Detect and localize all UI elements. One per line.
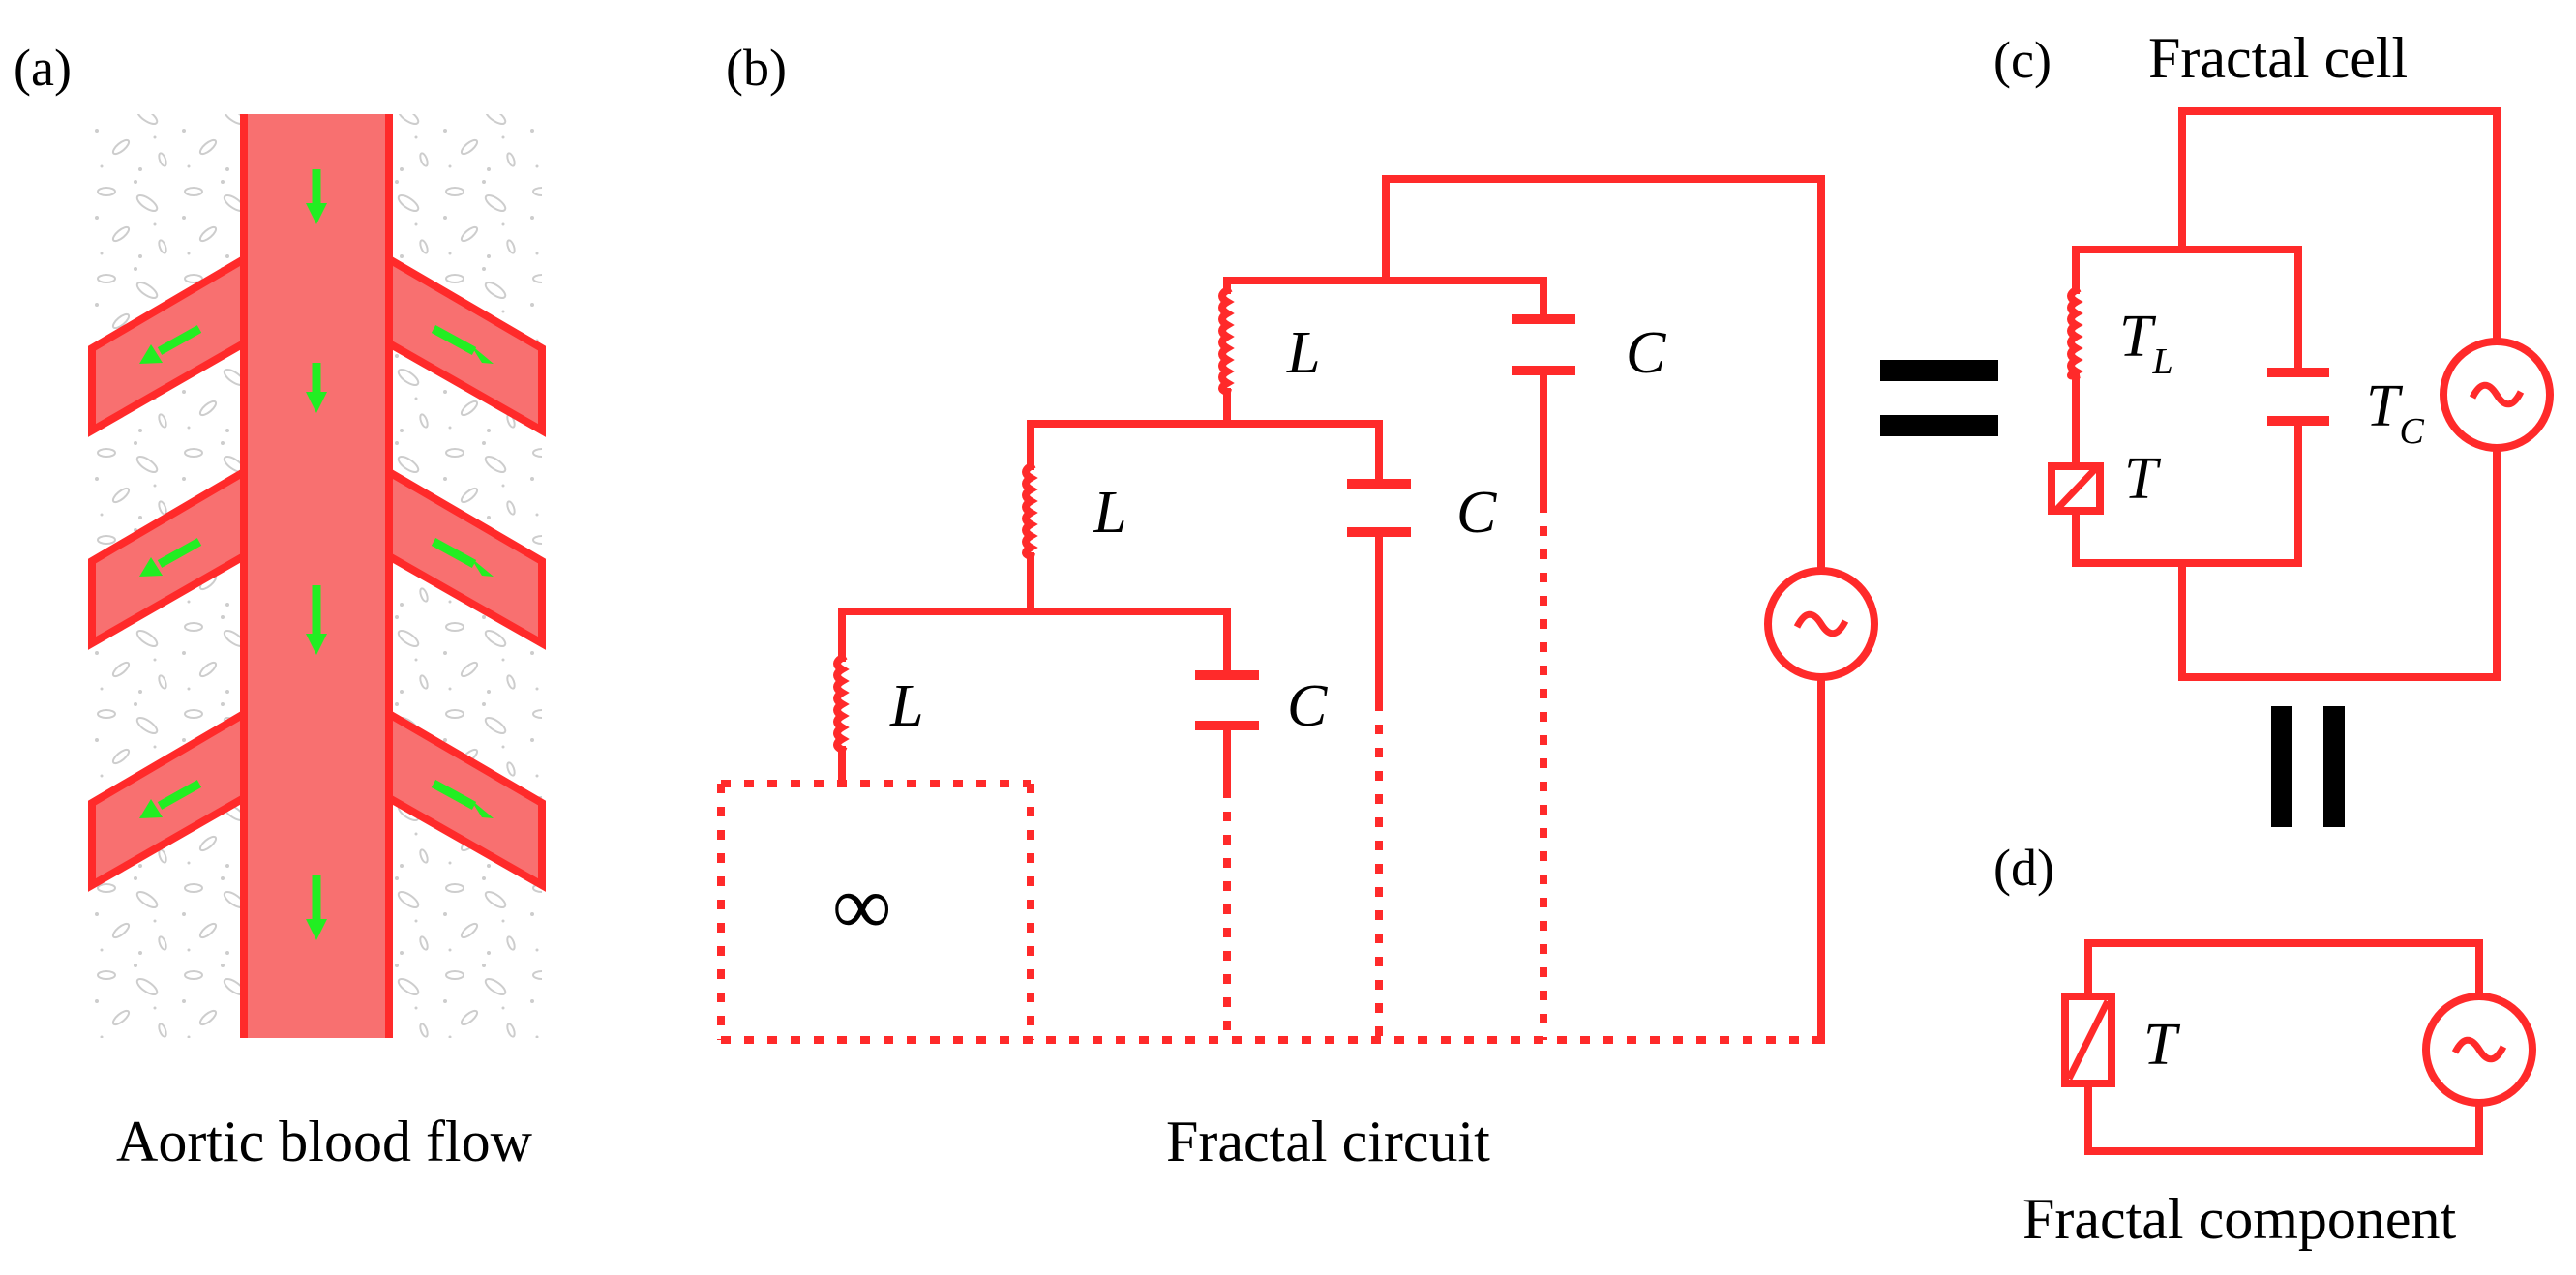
ac-source-b xyxy=(1764,567,1878,681)
coil-icon xyxy=(1218,284,1235,397)
fractal-component-wires xyxy=(2084,939,2483,1155)
panel-d-caption: Fractal component xyxy=(2022,1187,2457,1251)
fractal-cell-wires xyxy=(2072,107,2501,681)
panel-b-caption: Fractal circuit xyxy=(1166,1110,1490,1173)
inductor-label-1: L xyxy=(1286,320,1320,386)
component-element-label: T xyxy=(2143,1012,2181,1078)
fractal-circuit-wires xyxy=(838,175,1825,1044)
capacitor-label-3: C xyxy=(1287,673,1328,739)
flow-arrow-left-icon xyxy=(139,780,202,818)
equals-sign-vertical xyxy=(2271,706,2345,827)
ac-source-c xyxy=(2440,338,2554,452)
panel-c: (c) Fractal cell TL TC xyxy=(1993,26,2554,681)
capacitor-label-1: C xyxy=(1626,320,1666,386)
inductor-l1 xyxy=(1218,284,1235,397)
coil-icon xyxy=(1022,460,1038,561)
panel-d-label: (d) xyxy=(1993,839,2054,897)
element-slashes xyxy=(2054,465,2112,1081)
infinity-label: ∞ xyxy=(832,859,891,952)
capacitor-c3 xyxy=(1195,670,1259,730)
inductor-label-3: L xyxy=(889,673,923,739)
flow-arrow-down-icon xyxy=(306,169,327,224)
inductor-l3 xyxy=(833,652,850,756)
flow-arrow-right-icon xyxy=(431,780,494,818)
panel-b: (b) xyxy=(717,39,1878,1173)
infinite-extension xyxy=(717,503,1821,1044)
panel-d: (d) T Fractal component xyxy=(1993,839,2536,1251)
flow-arrow-left-icon xyxy=(139,538,202,577)
inductor-label-2: L xyxy=(1093,480,1126,546)
panel-a-label: (a) xyxy=(14,39,72,97)
capacitor-tc xyxy=(2267,368,2329,426)
cell-inductor-label: TL xyxy=(2119,304,2173,382)
cell-capacitor-label: TC xyxy=(2366,373,2424,452)
panel-c-title: Fractal cell xyxy=(2148,26,2408,90)
equals-sign-horizontal xyxy=(1880,360,1998,436)
panel-b-label: (b) xyxy=(726,39,787,97)
flow-arrows xyxy=(139,169,494,940)
flow-arrow-right-icon xyxy=(431,325,494,364)
panel-c-label: (c) xyxy=(1993,31,2052,89)
ac-source-d xyxy=(2422,993,2536,1107)
flow-arrow-left-icon xyxy=(139,325,202,364)
flow-arrow-down-icon xyxy=(306,363,327,413)
flow-arrow-right-icon xyxy=(431,538,494,577)
capacitor-c2 xyxy=(1347,479,1411,537)
panel-a-caption: Aortic blood flow xyxy=(116,1110,533,1173)
panel-a: (a) Aortic blood flow xyxy=(14,39,546,1173)
flow-arrow-down-icon xyxy=(306,875,327,940)
coil-icon xyxy=(2067,284,2083,380)
coil-icon xyxy=(833,652,850,756)
cell-element-label: T xyxy=(2124,446,2162,512)
flow-arrow-down-icon xyxy=(306,585,327,655)
capacitor-label-2: C xyxy=(1456,480,1497,546)
capacitor-c1 xyxy=(1512,314,1575,375)
inductor-l2 xyxy=(1022,460,1038,561)
